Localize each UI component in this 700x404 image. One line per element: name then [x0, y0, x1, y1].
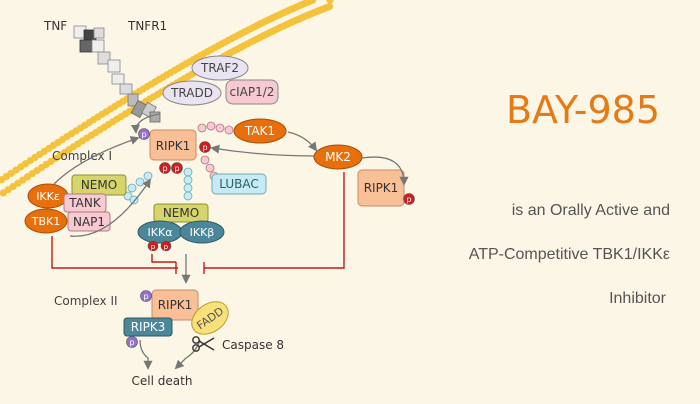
ripk3-label: RIPK3 [131, 320, 166, 334]
ciap-label: cIAP1/2 [230, 85, 275, 99]
ripk1-main-label: RIPK1 [156, 139, 191, 153]
ubiquitin-bead [206, 121, 216, 131]
phospho-label: p [174, 164, 179, 173]
ikkb-node [179, 220, 225, 244]
nap1-node [67, 211, 111, 232]
ubiquitin-bead [183, 175, 193, 185]
ubiquitin-bead [127, 183, 137, 193]
nemo2-node [153, 203, 209, 223]
traf2-label: TRAF2 [200, 61, 239, 75]
mk2-inhibition-line [204, 172, 345, 269]
fadd-node [191, 301, 229, 335]
tnf-label: TNF [43, 19, 67, 33]
tnfr1-receptor [111, 73, 161, 123]
caspase8-label: Caspase 8 [222, 338, 284, 352]
phospho-label: p [164, 243, 169, 251]
tbk1-inhibition-line [51, 236, 178, 269]
ubiquitin-bead [129, 195, 139, 205]
ikke-to-ripk1-arrow [53, 136, 140, 185]
complex2-label: Complex II [54, 294, 118, 308]
phospho-label: p [141, 130, 146, 139]
complex1-label: Complex I [52, 149, 112, 163]
phospho-label: p [162, 164, 167, 173]
inhibition-lines [51, 172, 345, 274]
ubiquitin-bead [183, 191, 193, 201]
ubiquitin-bead [183, 167, 193, 177]
phospho-label: p [129, 338, 134, 347]
nemo2-label: NEMO [163, 206, 199, 220]
tnfr1-label: TNFR1 [127, 19, 167, 33]
fadd-to-death-arrow [174, 339, 201, 370]
receptor-to-ripk1-arrow [130, 113, 161, 134]
phospho-red-2 [159, 162, 171, 174]
lubac-node [211, 173, 267, 195]
description-line-1: is an Orally Active and [511, 202, 670, 219]
ripk1-mk2-node [357, 169, 405, 207]
ikka-label: IKKα [148, 226, 173, 239]
membrane-bead [326, 2, 334, 11]
phospho-label: p [143, 292, 148, 301]
phospho-purple-2 [140, 290, 152, 302]
ripk1-main-node [149, 129, 197, 161]
phospho-label: p [151, 243, 156, 251]
compound-title: BAY-985 [505, 88, 660, 132]
phospho-purple-3 [126, 336, 138, 348]
membrane-bead [309, 0, 317, 4]
ikkb-label: IKKβ [190, 226, 215, 239]
tak1-node [233, 118, 287, 144]
mk2-label: MK2 [325, 150, 351, 164]
cell-death-label: Cell death [132, 374, 193, 388]
nap1-label: NAP1 [73, 215, 105, 229]
cell-membrane [0, 0, 334, 197]
ripk3-to-death-arrow [139, 339, 153, 370]
ripk3-node [123, 317, 173, 337]
ripk1-mk2-label: RIPK1 [364, 181, 399, 195]
tradd-label: TRADD [170, 86, 213, 100]
pathway-arrows [53, 113, 409, 370]
phospho-red-6 [160, 240, 172, 252]
tbk1-to-ripk1-arrow [69, 178, 152, 237]
ubiquitin-bead [143, 171, 153, 181]
phospho-label: p [406, 195, 411, 204]
lubac-label: LUBAC [219, 177, 258, 191]
phospho-label: p [202, 143, 207, 152]
tbk1-node [24, 208, 68, 234]
tak1-label: TAK1 [244, 124, 275, 138]
phospho-red-3 [171, 162, 183, 174]
tnf-ligand [73, 25, 121, 73]
phospho-red-4 [403, 193, 415, 205]
tank-label: TANK [68, 196, 102, 210]
ubiquitin-bead [215, 123, 225, 133]
ubiquitin-bead [183, 183, 193, 193]
description-line-3: Inhibitor [609, 290, 666, 307]
scissors-icon [192, 336, 215, 352]
ubiquitin-bead [224, 125, 234, 135]
traf2-node [191, 55, 249, 81]
description-line-2: ATP-Competitive TBK1/IKKε [468, 246, 670, 263]
ripk1-c2-node [151, 289, 199, 321]
ubiquitin-chains [123, 121, 234, 205]
ubiquitin-bead [200, 155, 210, 165]
tak1-to-mk2-arrow [287, 131, 318, 152]
ubiquitin-bead [205, 163, 215, 173]
mk2-node [313, 144, 363, 170]
mk2-to-ripk1b-arrow [361, 156, 409, 186]
phospho-red-5 [147, 240, 159, 252]
tbk1-label: TBK1 [31, 215, 60, 228]
tradd-node [162, 80, 222, 106]
nemo1-label: NEMO [81, 178, 117, 192]
ikke-label: IKKε [36, 190, 60, 203]
membrane-bead [326, 0, 334, 4]
ripk1-c2-label: RIPK1 [158, 298, 193, 312]
ciap-node [225, 79, 279, 105]
phospho-purple-1 [138, 128, 150, 140]
ubiquitin-bead [135, 177, 145, 187]
ubiquitin-bead [197, 123, 207, 133]
mk2-to-ripk1-arrow [210, 144, 315, 157]
